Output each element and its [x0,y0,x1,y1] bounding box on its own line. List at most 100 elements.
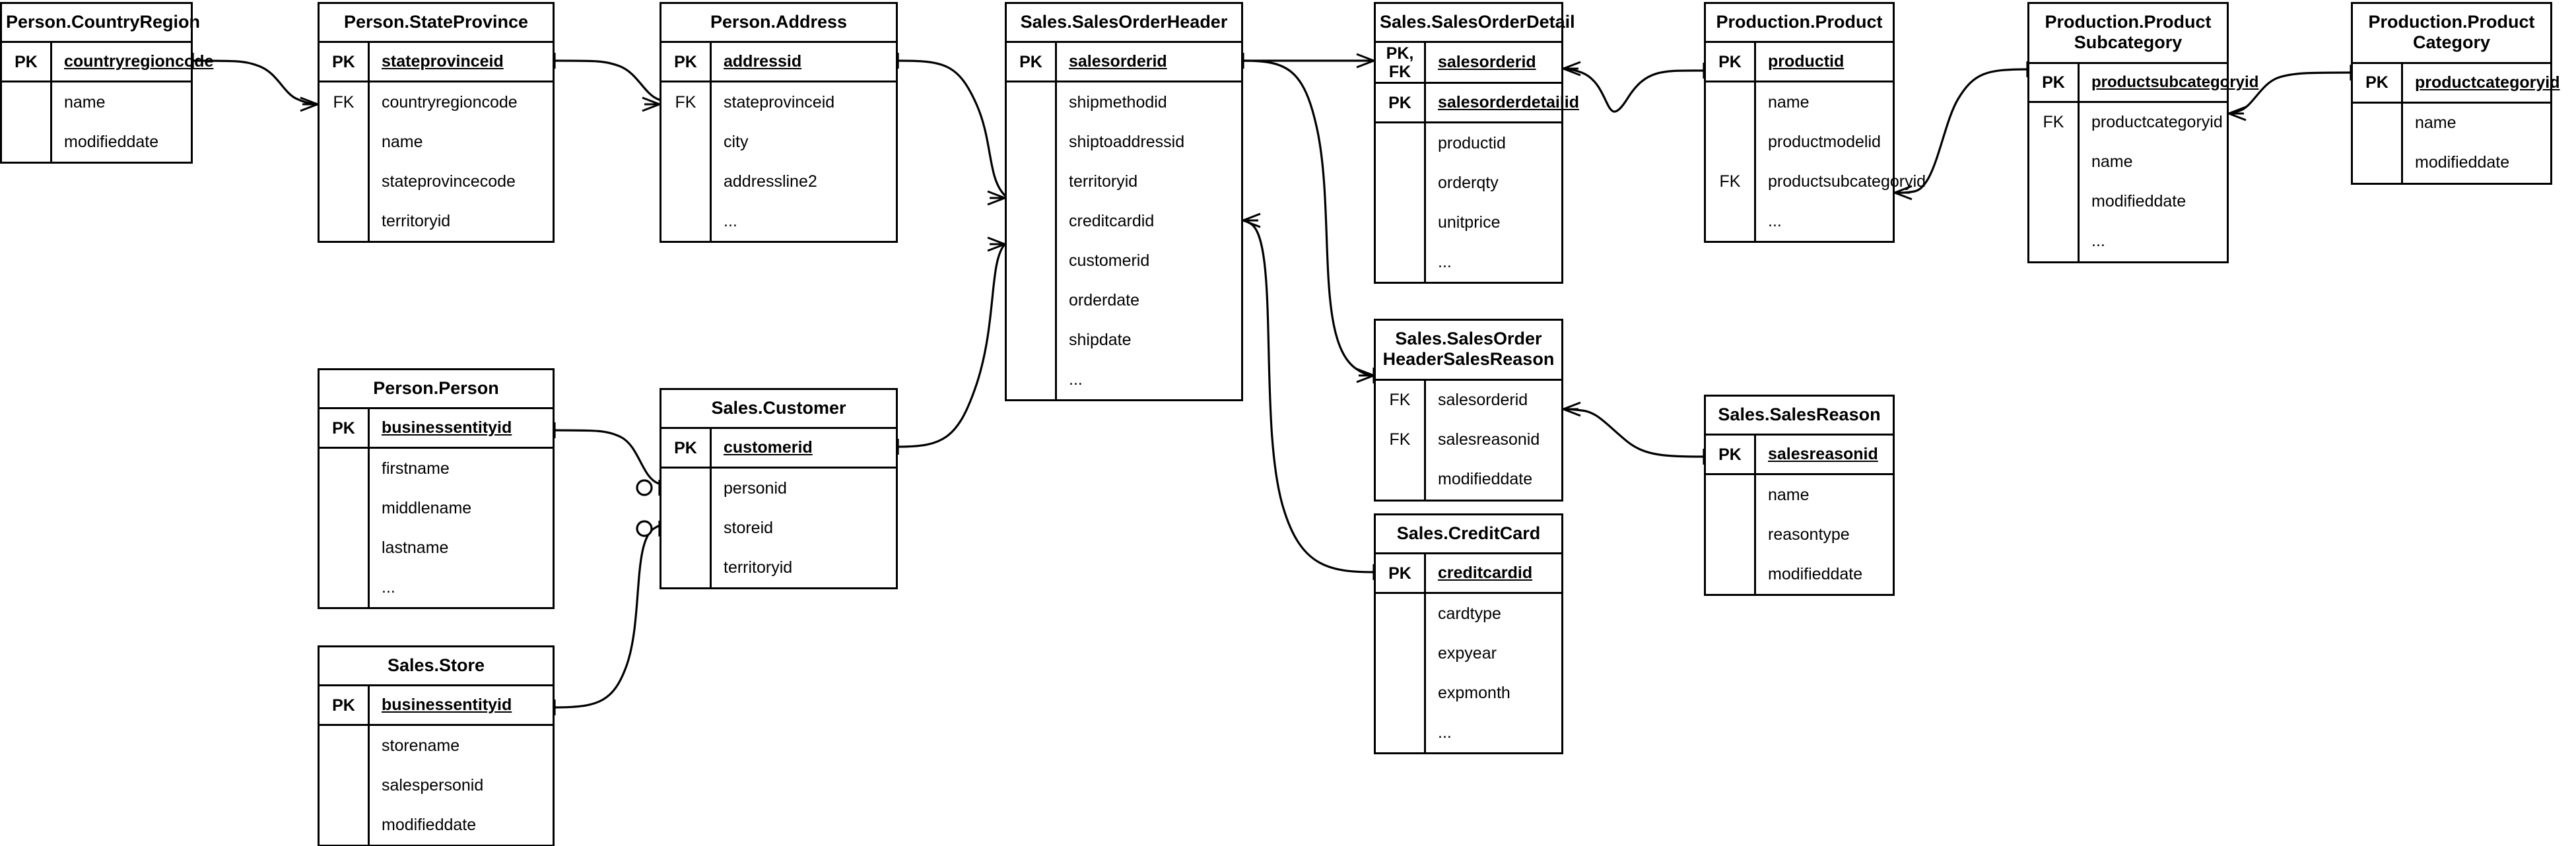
attr-label: addressline2 [724,172,817,191]
entity-production-productsubcategory[interactable]: Production.Product Subcategory PK produc… [2027,2,2258,263]
key-cell [661,508,710,548]
key-column [320,726,370,845]
key-column [1376,594,1426,753]
key-cell [1376,634,1424,673]
attr-label: reasontype [1768,525,1850,544]
attr-row-pk[interactable]: PK salesorderid [1007,43,1241,83]
key-cell [1376,673,1424,713]
key-cell: FK [1719,172,1741,191]
attr-row-pk[interactable]: PK salesreasonid [1706,436,1893,476]
key-badge: PK [1706,436,1756,474]
attr-row-pk[interactable]: PK salesorderdetailid [1376,84,1579,124]
key-column [661,469,712,588]
attr-row-pk[interactable]: PK addressid [661,43,896,83]
key-cell [1706,201,1754,241]
key-cell [1007,162,1055,201]
attr-label: modifieddate [2415,153,2510,172]
attr-block: personid storeid territoryid [661,469,896,588]
attr-label: storename [382,736,460,755]
entity-sales-salesorderdetail[interactable]: Sales.SalesOrderDetail PK, FK salesorder… [1374,2,1579,284]
attr-label: businessentityid [382,418,512,438]
attr-label: city [724,132,749,151]
entity-sales-salesorderheader[interactable]: Sales.SalesOrderHeader PK salesorderid s… [1005,2,1243,402]
attr-label: salesorderdetailid [1438,93,1579,112]
entity-sales-customer[interactable]: Sales.Customer PK customerid personid st… [660,388,898,590]
key-cell [320,449,368,488]
attr-row-pk[interactable]: PK productsubcategoryid [2029,63,2258,103]
edge-creditcard-salesorderheader [1242,212,1375,580]
attr-column: countryregioncode name stateprovincecode… [370,82,553,241]
attr-column: personid storeid territoryid [712,469,896,587]
entity-production-product[interactable]: Production.Product PK productid FK name … [1704,2,1926,244]
key-column: FK FK [1376,380,1426,500]
attr-label: territoryid [724,558,793,577]
attr-label: productsubcategoryid [1768,172,1926,191]
attr-label: ... [382,577,395,597]
attr-row-pk[interactable]: PK productcategoryid [2353,63,2559,104]
attr-row-pk[interactable]: PK countryregioncode [2,43,213,83]
entity-person-countryregion[interactable]: Person.CountryRegion PK countryregioncod… [0,2,213,164]
attr-column: salesorderid salesreasonid modifieddate [1426,381,1561,500]
entity-production-productcategory[interactable]: Production.Product Category PK productca… [2351,2,2559,185]
entity-sales-salesorderheadersalesreason[interactable]: Sales.SalesOrder HeaderSalesReason FK FK… [1374,319,1563,502]
entity-title: Sales.Store [320,647,553,687]
attr-label: name [2415,114,2457,133]
key-cell [1376,203,1424,242]
attr-row-pk-fk[interactable]: PK, FK salesorderid [1376,43,1561,84]
edge-person-customer [553,422,670,496]
entity-sales-salesreason[interactable]: Sales.SalesReason PK salesreasonid name … [1704,395,1895,597]
key-badge: PK [1007,43,1057,81]
key-badge: PK [320,686,370,725]
attr-row-pk[interactable]: PK stateprovinceid [320,43,553,83]
attr-label: lastname [382,538,449,557]
key-cell [320,726,368,765]
entity-sales-creditcard[interactable]: Sales.CreditCard PK creditcardid cardtyp… [1374,513,1563,755]
attr-label: expyear [1438,643,1497,663]
key-cell [1007,82,1055,122]
attr-row-pk[interactable]: PK productid [1706,43,1893,83]
key-column [1706,475,1756,595]
edge-salesreason-sohsr [1563,401,1705,465]
key-cell [1706,122,1754,162]
attr-block: storename salespersonid modifieddate [320,726,553,845]
attr-label: shipmethodid [1069,92,1167,112]
key-column [2353,103,2403,183]
attr-label: modifieddate [1438,470,1533,489]
attr-label: salesreasonid [1438,430,1540,449]
key-cell [1007,280,1055,320]
attr-row-pk[interactable]: PK customerid [661,429,896,469]
attr-column: productid orderqty unitprice ... [1426,123,1561,282]
attr-block: name modifieddate [2353,103,2550,183]
attr-label: storeid [724,518,774,537]
key-cell [661,122,710,162]
key-column [320,449,370,608]
key-column: FK [661,82,712,242]
entity-title: Person.Address [661,4,896,44]
key-cell: FK [2043,113,2064,132]
key-cell [320,201,368,241]
attr-label: territoryid [382,211,451,230]
key-cell [1376,163,1424,203]
key-column: FK [2029,102,2080,261]
entity-sales-store[interactable]: Sales.Store PK businessentityid storenam… [318,645,555,846]
entity-person-address[interactable]: Person.Address PK addressid FK stateprov… [660,2,898,244]
attr-label: ... [1438,723,1452,742]
attr-label: productmodelid [1768,132,1881,151]
attr-label: name [1768,485,1810,504]
attr-row-pk[interactable]: PK businessentityid [320,686,553,727]
attr-label: ... [1438,252,1452,271]
key-cell [1706,515,1754,554]
key-cell [320,568,368,607]
entity-person-person[interactable]: Person.Person PK businessentityid firstn… [318,368,555,610]
attr-row-pk[interactable]: PK creditcardid [1376,554,1561,595]
attr-row-pk[interactable]: PK businessentityid [320,409,553,449]
key-cell [2029,222,2078,261]
key-badge: PK [661,429,712,467]
entity-person-stateprovince[interactable]: Person.StateProvince PK stateprovinceid … [318,2,555,244]
attr-column: name reasontype modifieddate [1756,475,1893,594]
entity-title: Sales.Customer [661,390,896,430]
attr-label: salesorderid [1438,391,1528,410]
attr-label: salesreasonid [1768,445,1878,464]
attr-label: ... [1069,370,1083,389]
attr-label: middlename [382,498,472,517]
